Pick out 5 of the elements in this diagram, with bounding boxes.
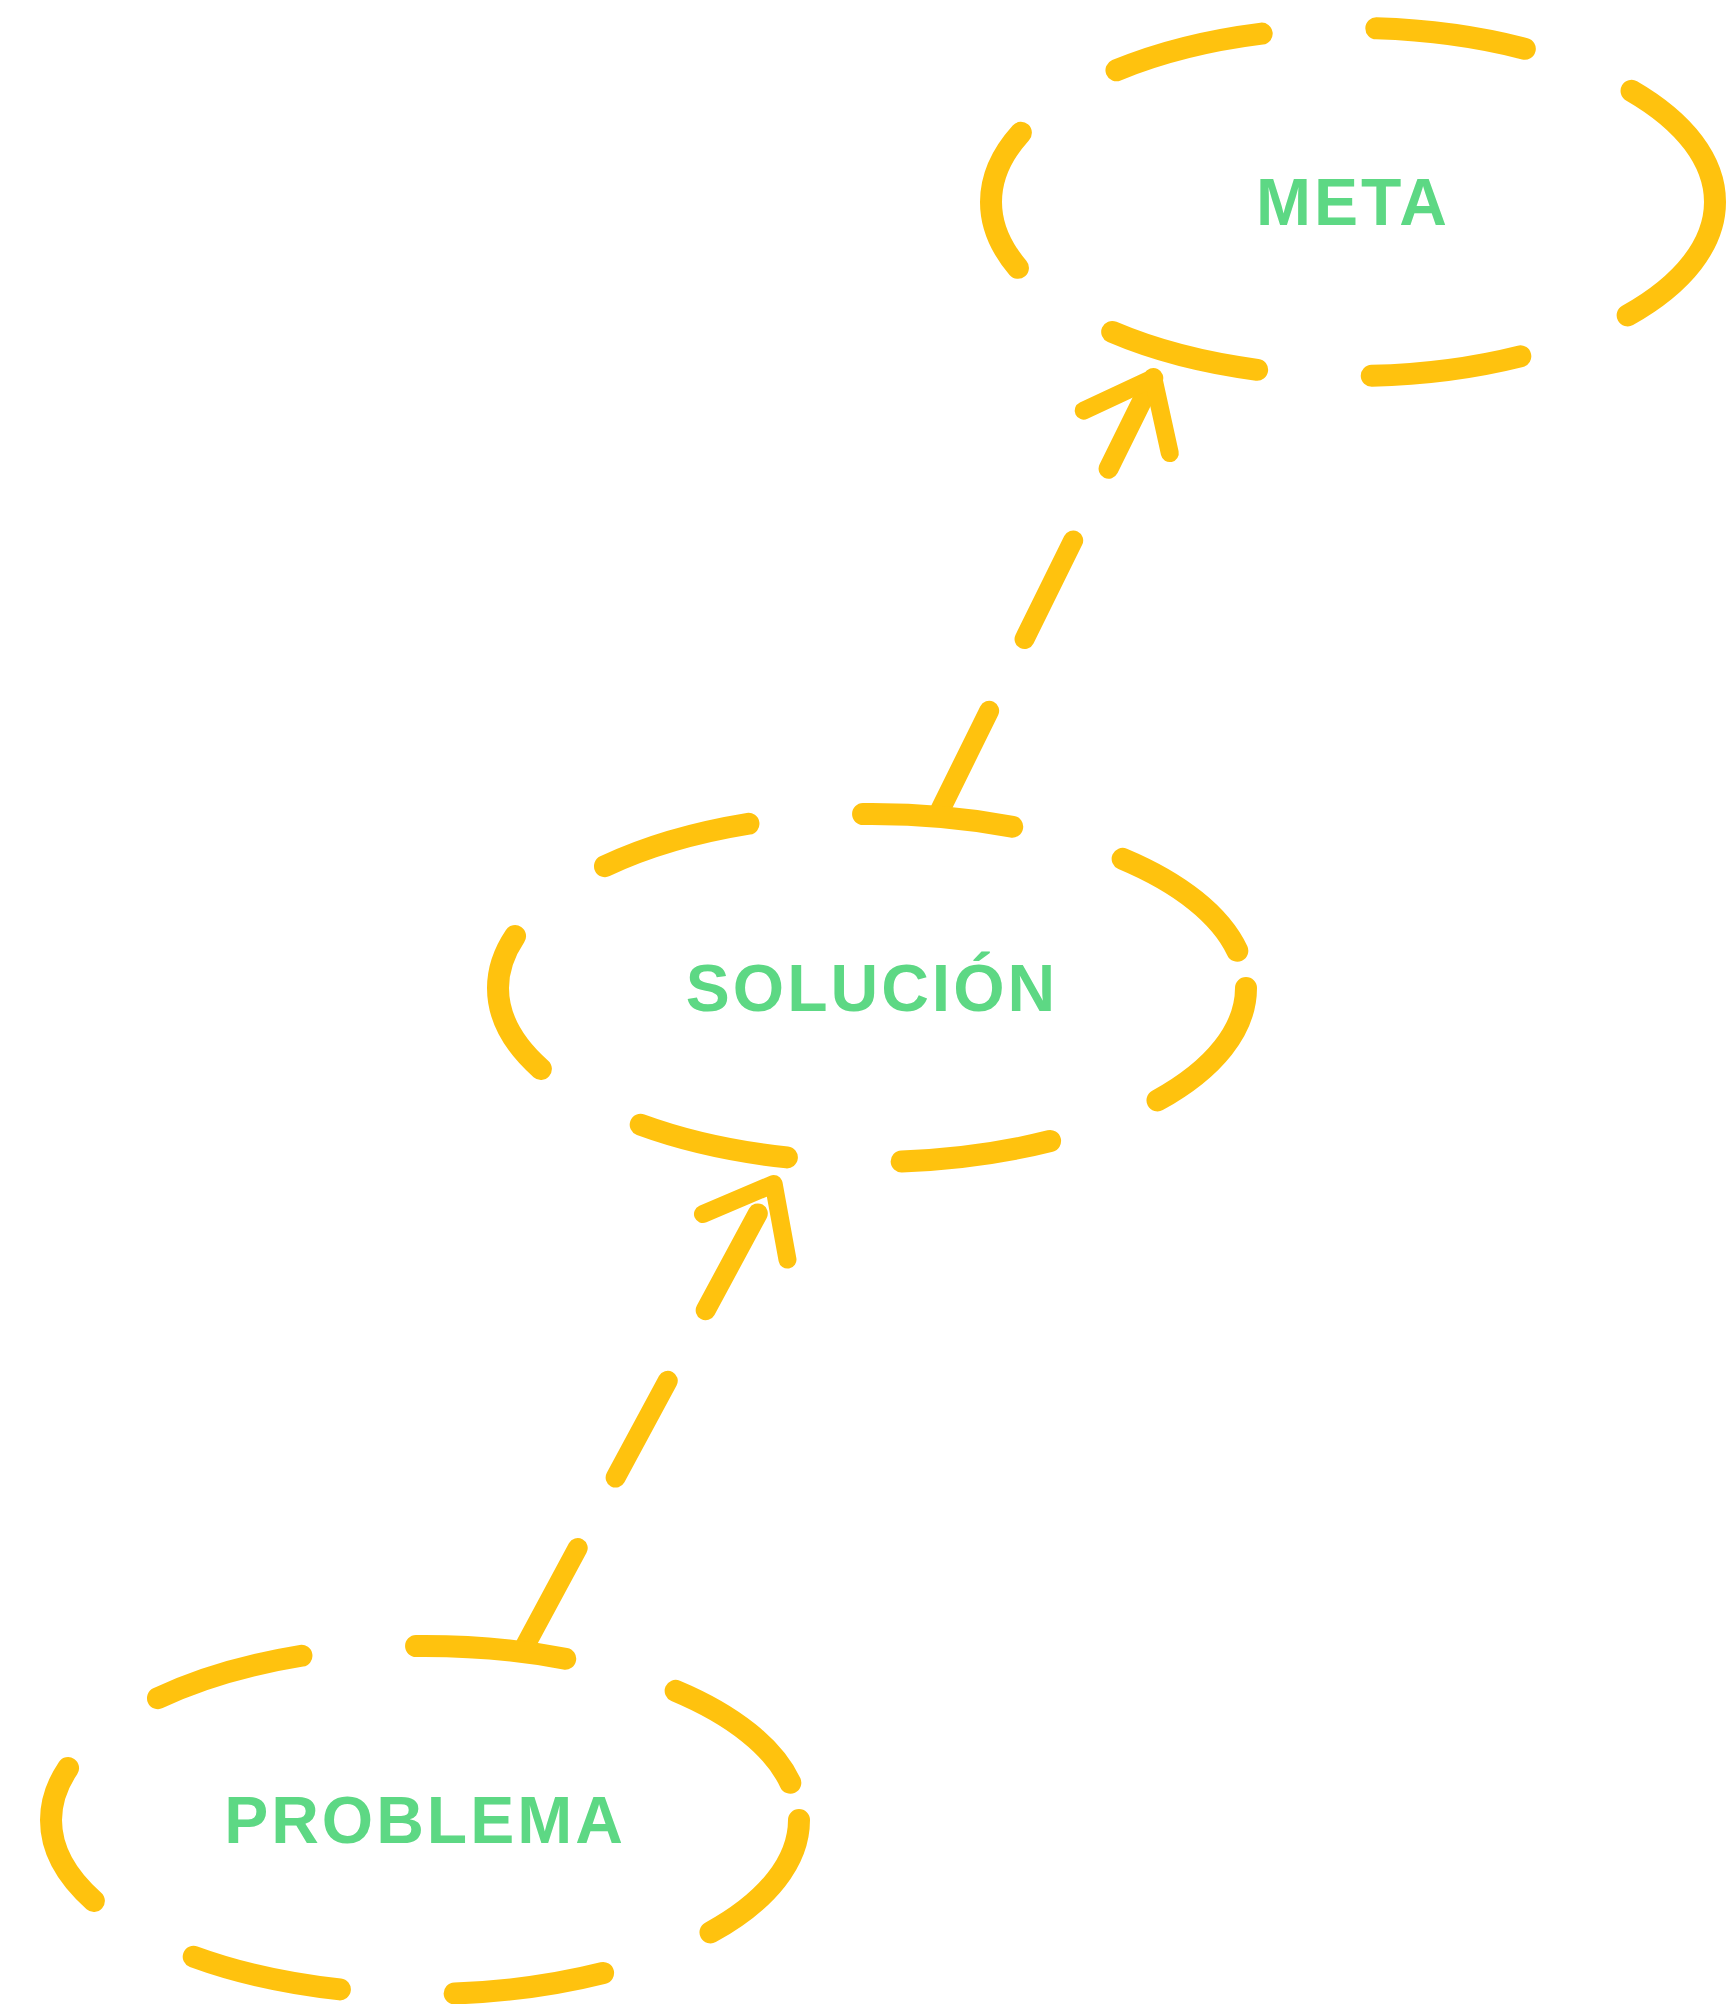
dashed-ellipse: [980, 17, 1726, 387]
stage-label: META: [1255, 164, 1451, 240]
stage-label: PROBLEMA: [224, 1782, 626, 1858]
stage-label: SOLUCIÓN: [685, 950, 1059, 1026]
dashed-ellipse: [487, 803, 1257, 1173]
